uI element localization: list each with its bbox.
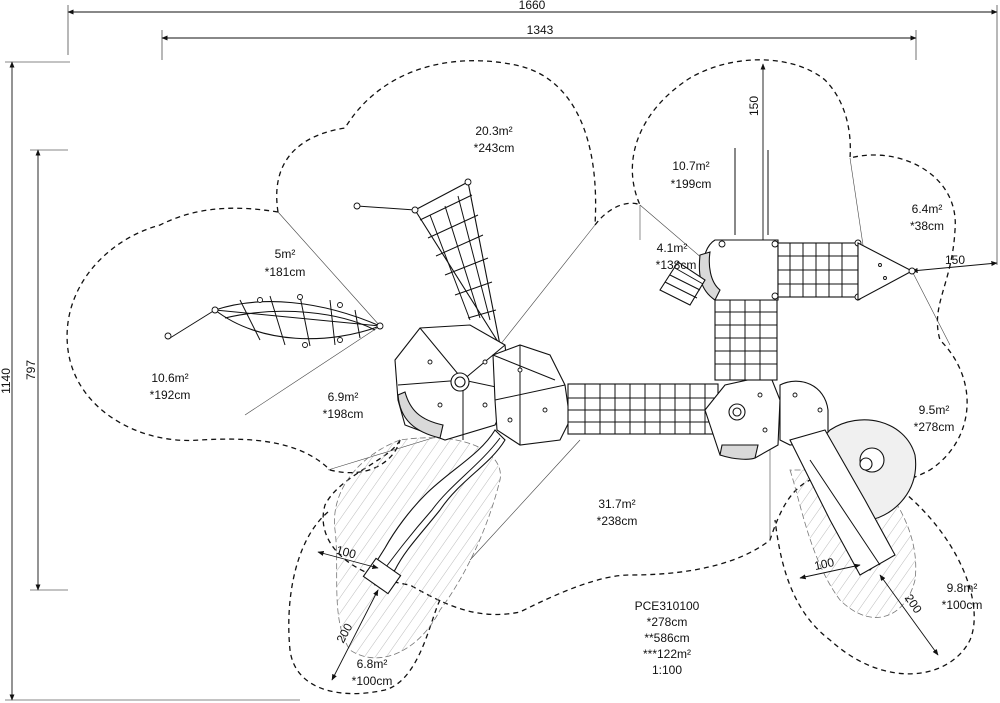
triangle-platform [857,242,916,301]
zone-label-top: 20.3m² *243cm [474,124,515,155]
zone-label-lower-left: 6.8m² *100cm [352,657,393,688]
zone-divider-rays [244,157,951,561]
top-offset-label: 150 [747,96,761,116]
zone-height: *100cm [352,674,393,688]
platform-top-right [698,148,779,301]
zone-label-ladder: 4.1m² *138cm [656,241,697,272]
zone-area: 6.4m² [912,202,943,216]
zone-label-upper-left: 5m² *181cm [265,247,306,279]
safety-zone-left-slide [288,511,441,695]
tower-left [394,324,511,441]
info-max-height: *278cm [647,615,688,629]
inner-depth-label: 797 [24,360,38,380]
zone-height: *100cm [942,598,983,612]
dimension-top-offset: 150 [747,63,766,240]
ladder [659,261,706,306]
zone-label-right: 9.5m² *278cm [914,403,955,434]
tower-right [704,374,781,460]
zone-height: *138cm [656,258,697,272]
zone-label-upper-right: 6.4m² *38cm [910,202,944,233]
info-total-area: ***122m² [643,647,691,661]
info-total-height: **586cm [644,631,689,645]
zone-height: *198cm [323,407,364,421]
spider-net-left-wing [164,294,384,348]
zone-area: 9.5m² [919,403,950,417]
dimension-overall-depth: 1140 [0,61,300,701]
zone-height: *243cm [474,141,515,155]
zone-height: *192cm [150,388,191,402]
zone-height: *38cm [910,219,944,233]
zone-area: 4.1m² [657,241,688,255]
zone-height: *181cm [265,265,306,279]
slide-right-width-label: 100 [813,555,836,573]
zone-area: 10.7m² [672,159,709,173]
zone-area: 5m² [275,247,296,261]
dimension-overall-width: 1660 [67,0,998,265]
safety-zone-middle-cloud [322,59,968,616]
dimension-right-offset: 150 [911,253,998,273]
zone-area: 31.7m² [598,497,635,511]
info-scale: 1:100 [652,663,682,677]
zone-label-center: 31.7m² *238cm [597,497,638,528]
tower-middle [492,344,571,446]
overall-depth-label: 1140 [0,368,13,394]
zone-area: 9.8m² [947,581,978,595]
zone-label-left: 10.6m² *192cm [150,371,191,402]
dimension-inner-width: 1343 [161,23,917,60]
zone-area: 10.6m² [151,371,188,385]
tube-slide-right [789,419,917,576]
product-code: PCE310100 [635,599,700,613]
zone-area: 6.8m² [357,657,388,671]
net-climb-vertical [714,299,778,381]
inner-width-label: 1343 [527,23,554,37]
zone-height: *199cm [671,177,712,191]
right-offset-label: 150 [945,253,965,267]
safety-zone-left-cloud [66,207,401,474]
overall-width-label: 1660 [519,0,546,12]
info-block: PCE310100 *278cm **586cm ***122m² 1:100 [635,599,700,677]
safety-zone-right-slide [774,484,975,675]
zone-label-upper-middle: 10.7m² *199cm [671,159,712,191]
slide-left-dimensions: 100 200 [317,543,379,681]
zone-label-lower-right: 9.8m² *100cm [942,581,983,612]
spider-net-top [353,178,501,346]
net-bridge-upper [777,239,862,301]
slide-left-width-label: 100 [335,543,358,562]
zone-height: *238cm [597,514,638,528]
safety-zone-top-cloud [276,60,597,226]
zone-height: *278cm [914,420,955,434]
zone-label-center-left: 6.9m² *198cm [323,390,364,421]
dimension-inner-depth: 797 [24,149,68,591]
net-bridge [567,383,719,435]
zone-area: 20.3m² [475,124,512,138]
zone-area: 6.9m² [328,390,359,404]
